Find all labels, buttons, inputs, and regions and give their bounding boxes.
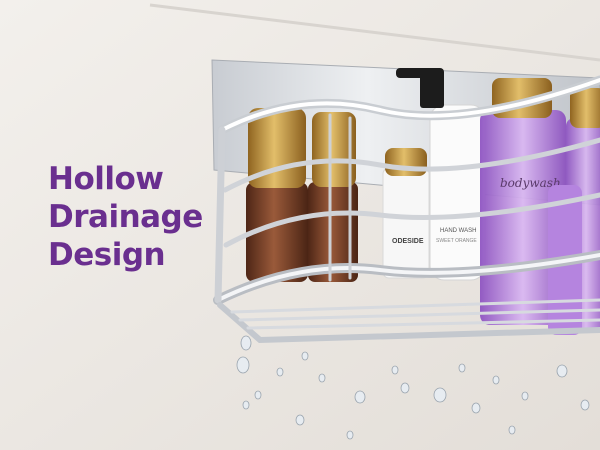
bodywash-label: bodywash <box>500 176 561 190</box>
headline-line-2: Drainage <box>48 199 203 235</box>
wall-edge-line <box>149 3 600 62</box>
headline: Hollow Drainage Design <box>48 160 203 274</box>
water-droplets <box>236 335 590 440</box>
headline-line-3: Design <box>48 237 166 273</box>
hand-wash-label: HAND WASH <box>440 228 476 234</box>
amber-bottle-left <box>246 108 308 282</box>
headline-line-1: Hollow <box>48 161 164 197</box>
bottle-small-text: SWEET ORANGE <box>436 238 477 244</box>
amber-bottle-middle <box>308 112 358 282</box>
pump-bottle: HAND WASH SWEET ORANGE <box>396 68 486 281</box>
chrome-wire-basket <box>213 75 600 344</box>
brand-front-label: ODESIDE <box>392 238 424 245</box>
